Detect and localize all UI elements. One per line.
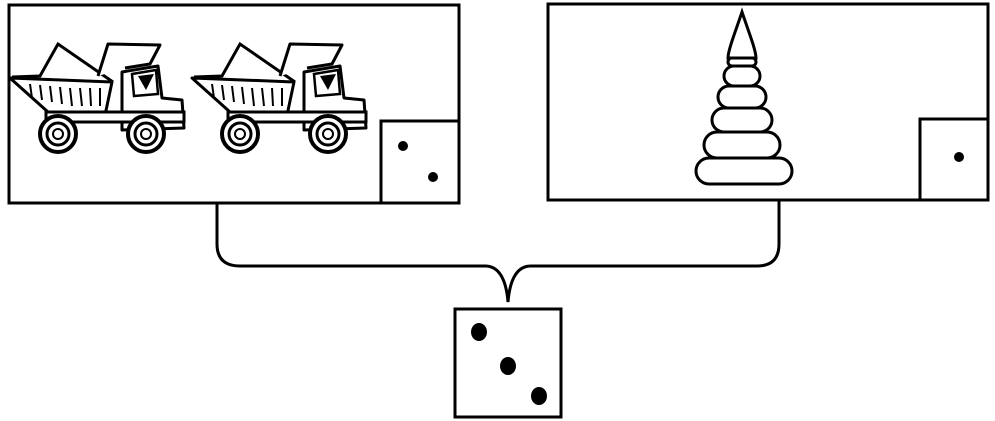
left-panel xyxy=(9,5,459,203)
dice-dot xyxy=(398,141,408,151)
dice-dot xyxy=(500,357,516,375)
right-panel xyxy=(548,4,988,200)
joining-brace xyxy=(217,200,779,302)
dice-dot xyxy=(428,172,438,182)
result-dice xyxy=(455,309,561,417)
dice-dot xyxy=(531,387,547,405)
left-dice xyxy=(381,121,459,203)
dice-dot xyxy=(954,152,964,162)
dice-dot xyxy=(471,323,487,341)
right-dice xyxy=(920,119,988,200)
